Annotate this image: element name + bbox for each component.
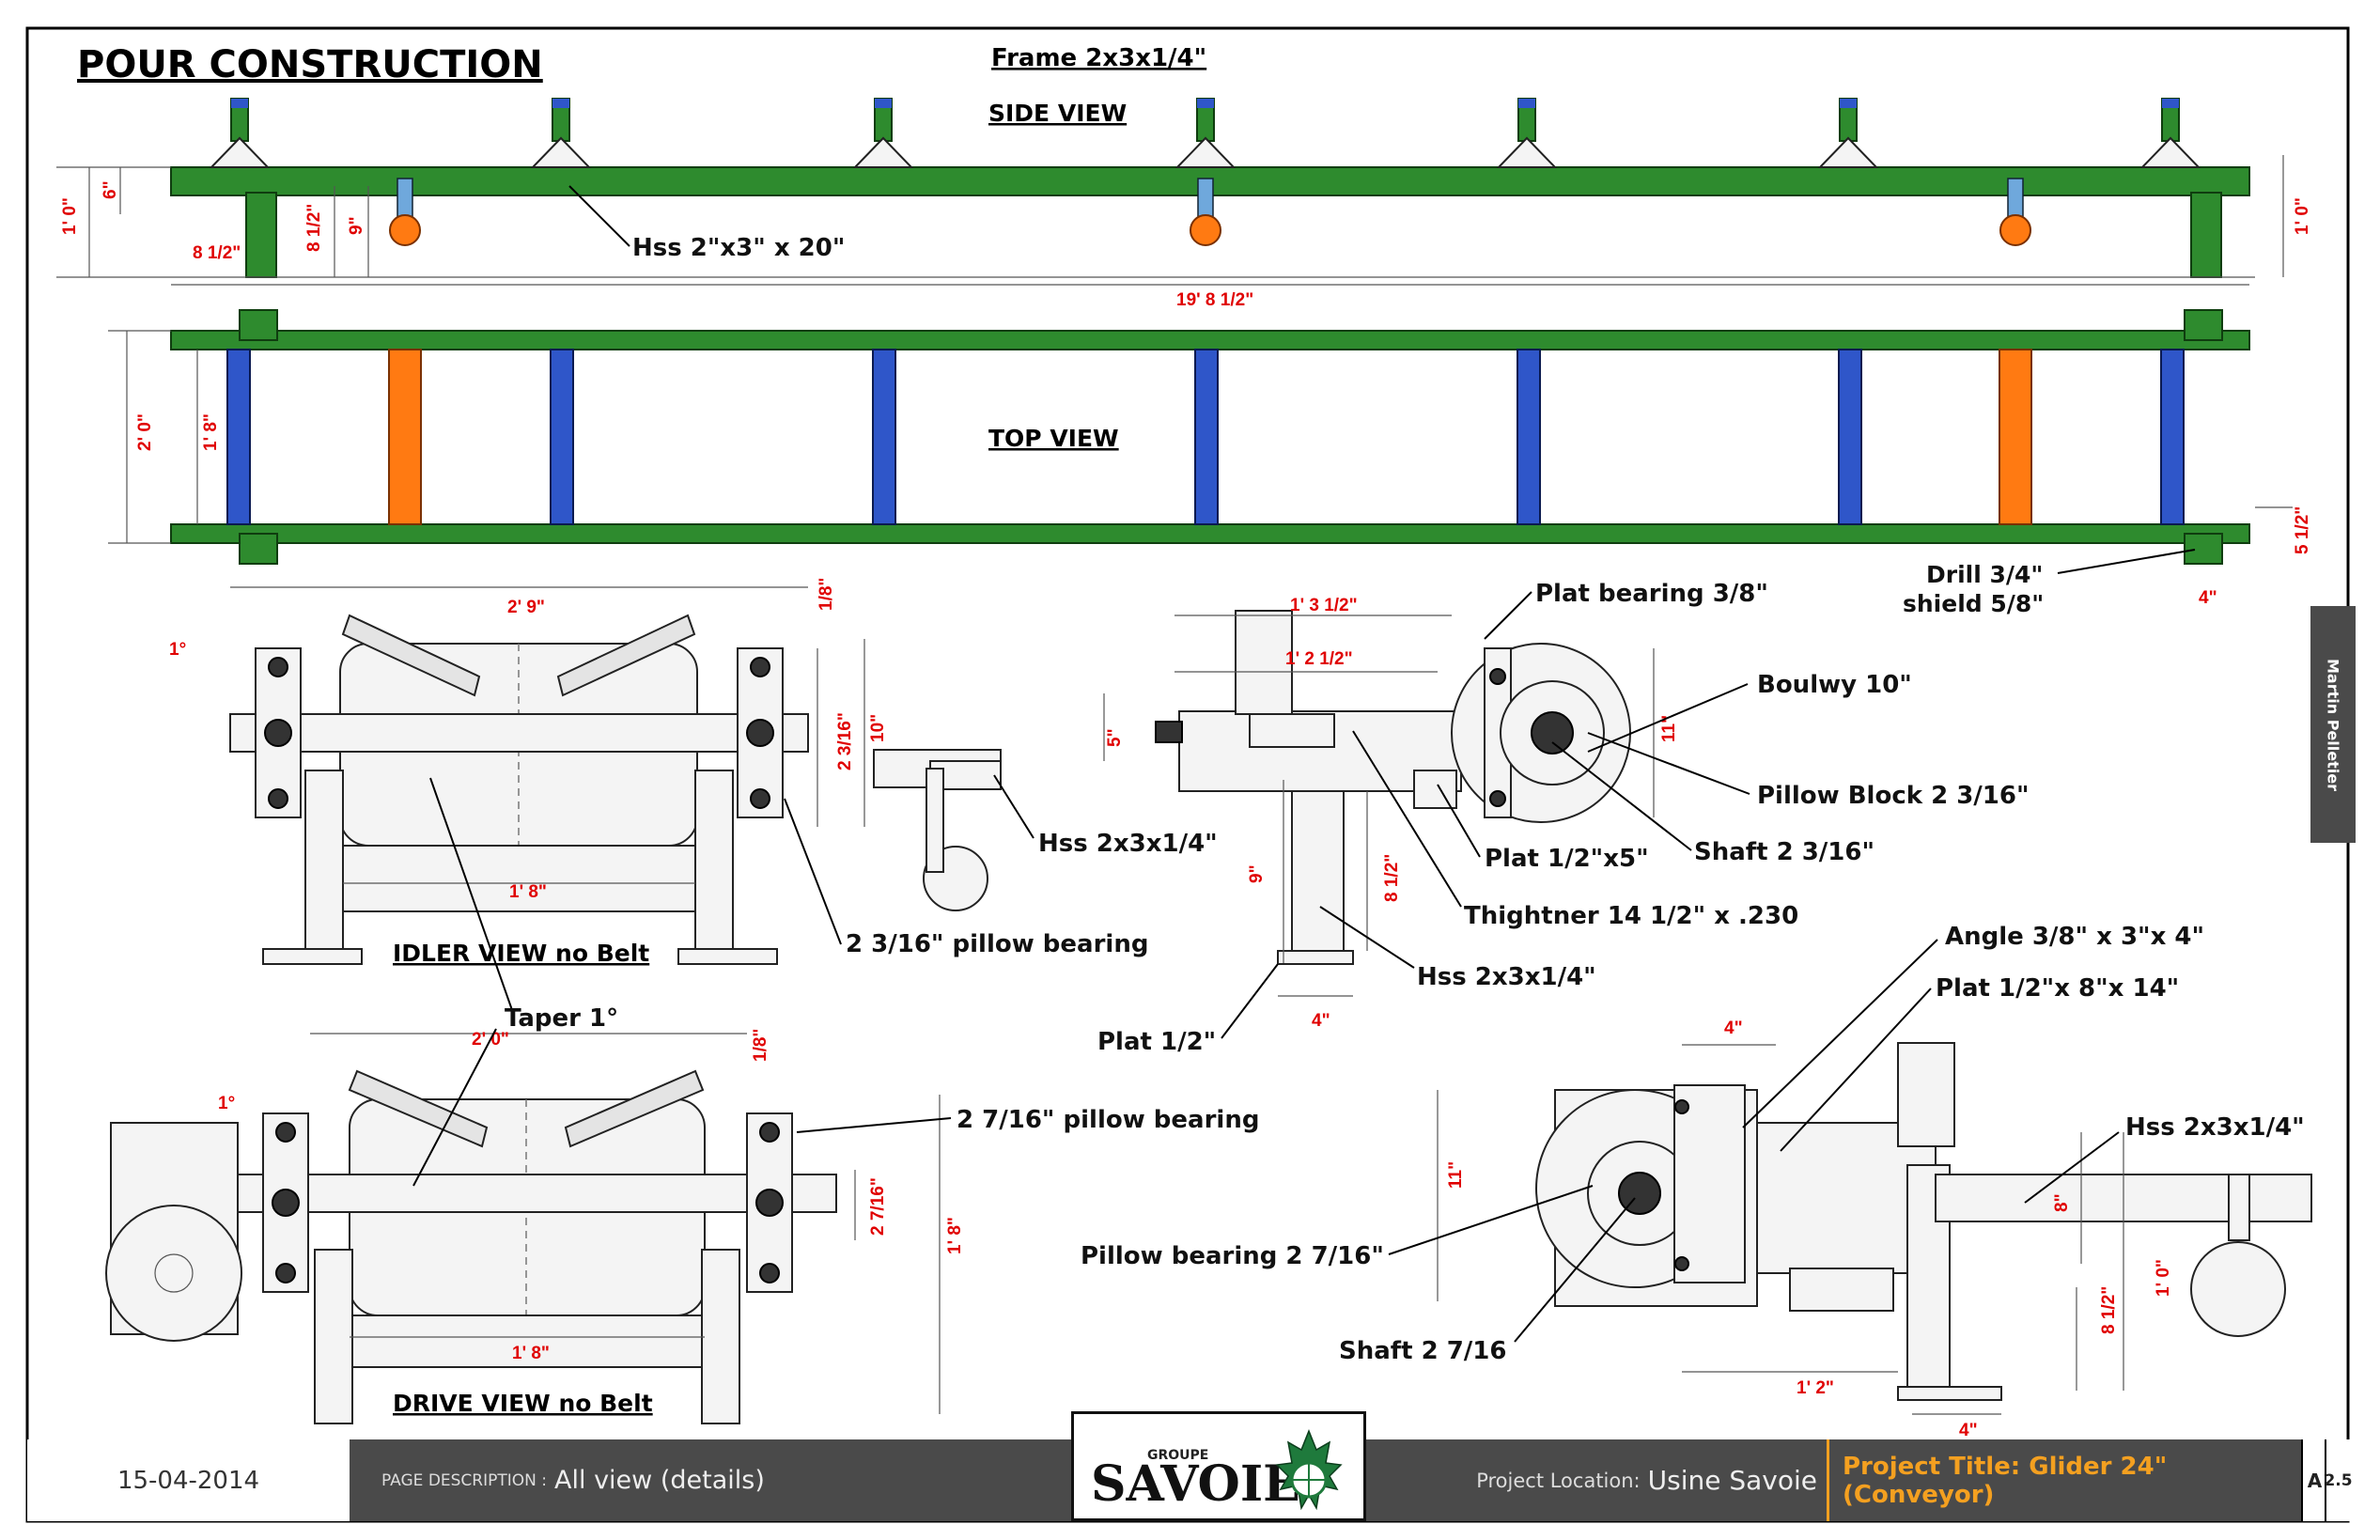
dd-callout-plat: Plat 1/2"x 8"x 14" [1936, 974, 2179, 1003]
side-view: 1' 0" 6" 8 1/2" 8 1/2" 9" 1' 0" 19' 8 1/… [56, 98, 2312, 310]
top-view-rail-upper [170, 330, 2250, 350]
title-block-location: Project Location: Usine Savoie [1366, 1439, 1827, 1521]
idler-dim-angle: 1° [169, 640, 186, 660]
tens-dim-d4: 11" [1659, 715, 1679, 742]
dd-callout-pillow: Pillow bearing 2 7/16" [1081, 1242, 1384, 1270]
idler-dim-height: 10" [868, 714, 888, 742]
side-dim-top-offset: 6" [101, 180, 120, 199]
location-value: Usine Savoie [1647, 1465, 1817, 1496]
revision: A [2301, 1439, 2326, 1521]
tens-callout-thightner: Thightner 14 1/2" x .230 [1464, 902, 1798, 930]
drive-detail: 4" 11" 8" 1' 0" 8 1/2" 1' 2" 4" Angle 3/… [1081, 923, 2312, 1440]
drive-dim-angle: 1° [218, 1094, 235, 1113]
dd-dim-top: 4" [1724, 1019, 1743, 1038]
company-logo: GROUPE SAVOIE [1071, 1411, 1366, 1521]
tens-callout-hss-a: Hss 2x3x1/4" [1038, 830, 1218, 858]
savoie-logo-svg: GROUPE SAVOIE [1091, 1428, 1343, 1513]
title-block: 15-04-2014 PAGE DESCRIPTION : All view (… [27, 1411, 2353, 1521]
idler-view: 2' 9" 1/8" 1° 10" 2 3/16" 1' 8" IDLER VI… [169, 578, 1148, 1033]
frame-spec: Frame 2x3x1/4" [991, 44, 1206, 72]
idler-callout-bearing: 2 3/16" pillow bearing [846, 930, 1148, 958]
dd-dim-right-c: 8 1/2" [2099, 1286, 2119, 1334]
drive-callout-bearing: 2 7/16" pillow bearing [957, 1106, 1259, 1134]
dd-dim-height: 11" [1446, 1161, 1466, 1189]
idler-callout-taper: Taper 1° [505, 1004, 618, 1033]
top-view-crossmembers [226, 349, 2185, 525]
sheet-heading: POUR CONSTRUCTION [77, 43, 543, 86]
tens-callout-pillow-block: Pillow Block 2 3/16" [1757, 782, 2030, 810]
top-view: TOP VIEW 2' 0" 1' 8" 5 1/2" 4" Drill 3/4… [108, 309, 2312, 617]
side-view-title: SIDE VIEW [988, 100, 1127, 127]
tens-callout-plat-bearing: Plat bearing 3/8" [1535, 580, 1768, 608]
top-view-rail-lower [170, 523, 2250, 544]
drive-dim-height: 1' 8" [945, 1217, 965, 1254]
side-dim-leg-height: 8 1/2" [304, 204, 324, 252]
idler-dim-width: 2' 9" [507, 598, 545, 617]
title-block-description: PAGE DESCRIPTION : All view (details) [350, 1439, 1071, 1521]
side-view-right-leg [2190, 192, 2222, 278]
tens-callout-hss-b: Hss 2x3x1/4" [1417, 963, 1596, 991]
dd-callout-shaft: Shaft 2 7/16 [1339, 1337, 1506, 1365]
drive-view-title: DRIVE VIEW no Belt [393, 1390, 653, 1417]
logo-name: SAVOIE [1091, 1455, 1300, 1513]
side-view-left-leg [245, 192, 277, 278]
tens-dim-d6: 8 1/2" [1382, 854, 1402, 902]
maple-leaf-icon [1275, 1428, 1343, 1511]
project-title: Project Title: Glider 24"(Conveyor) [1827, 1439, 2301, 1521]
idler-view-title: IDLER VIEW no Belt [393, 940, 649, 967]
side-view-return-rollers [389, 178, 2031, 246]
drive-dim-gap: 1/8" [751, 1029, 770, 1062]
tens-callout-plat-half-x5: Plat 1/2"x5" [1485, 845, 1649, 873]
page-description-caption: PAGE DESCRIPTION : [381, 1470, 548, 1490]
side-dim-right-height: 1' 0" [2293, 197, 2312, 235]
dd-dim-bottom-b: 4" [1959, 1421, 1978, 1440]
top-view-rollers [388, 349, 2032, 525]
tens-dim-d3: 5" [1105, 728, 1125, 747]
tens-dim-d7: 4" [1312, 1011, 1330, 1031]
tens-dim-d2: 1' 2 1/2" [1285, 649, 1353, 669]
top-dim-tab: 5 1/2" [2293, 506, 2312, 554]
dd-dim-right-b: 1' 0" [2154, 1259, 2173, 1297]
idler-dim-gap: 1/8" [817, 578, 836, 611]
dd-dim-bottom-a: 1' 2" [1797, 1378, 1834, 1398]
tensioner-top-bracket [1235, 610, 1293, 715]
idler-dim-roll: 1' 8" [509, 882, 547, 902]
top-dim-inner-width: 1' 8" [201, 413, 221, 451]
side-dim-left-height: 1' 0" [60, 197, 80, 235]
dd-dim-right-a: 8" [2052, 1193, 2072, 1212]
location-caption: Project Location: [1476, 1469, 1641, 1492]
drive-dim-shaft: 2 7/16" [868, 1177, 888, 1236]
tens-callout-plat-half: Plat 1/2" [1097, 1028, 1216, 1056]
top-dim-width: 2' 0" [135, 413, 155, 451]
top-callout-shield: shield 5/8" [1903, 590, 2044, 617]
side-dim-overall-length: 19' 8 1/2" [1176, 290, 1253, 310]
tensioner-detail: 1' 3 1/2" 1' 2 1/2" 5" 11" 9" 8 1/2" 4" … [873, 580, 2030, 1056]
page-description: All view (details) [554, 1466, 765, 1495]
author-tab: Martin Pelletier [2310, 606, 2356, 843]
side-dim-roller-drop: 9" [347, 216, 366, 235]
top-callout-drill: Drill 3/4" [1926, 561, 2043, 588]
tens-dim-d5: 9" [1247, 864, 1267, 883]
tens-dim-d1: 1' 3 1/2" [1290, 596, 1358, 615]
dd-callout-angle: Angle 3/8" x 3"x 4" [1945, 923, 2204, 951]
side-view-posts [209, 98, 2201, 168]
side-callout-hss: Hss 2"x3" x 20" [632, 234, 845, 262]
logo-group: GROUPE [1147, 1448, 1208, 1463]
dd-callout-hss: Hss 2x3x1/4" [2125, 1113, 2305, 1142]
tens-callout-shaft: Shaft 2 3/16" [1694, 838, 1874, 866]
top-dim-drill-offset: 4" [2199, 588, 2217, 608]
side-dim-leg-width: 8 1/2" [193, 243, 241, 263]
title-block-date: 15-04-2014 [27, 1439, 351, 1521]
idler-dim-shaft: 2 3/16" [835, 712, 855, 770]
drive-view: 2' 0" 1/8" 1° 2 7/16" 1' 8" 1' 8" DRIVE … [105, 1028, 1259, 1424]
page-number: 2.5 [2324, 1439, 2353, 1521]
top-view-title: TOP VIEW [988, 425, 1119, 452]
tens-callout-boulwy: Boulwy 10" [1757, 671, 1912, 699]
drive-dim-roll: 1' 8" [512, 1344, 550, 1363]
